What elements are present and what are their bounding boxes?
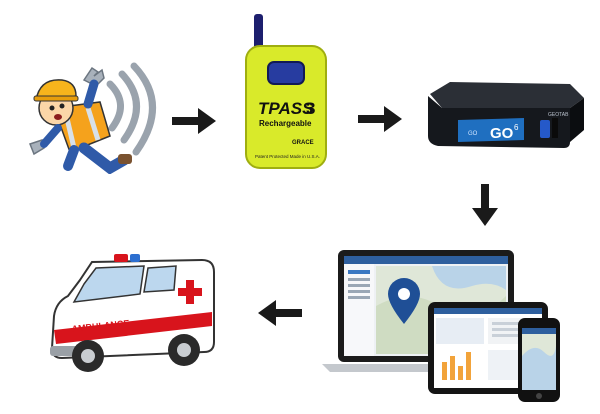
ambulance-icon: AMBULANCE (50, 254, 215, 372)
fallen-worker-icon (29, 62, 156, 174)
arrow-right-icon (172, 108, 216, 134)
gps-tracker-icon: GO GO 6 GEOTAB (428, 82, 584, 148)
tpass-brand: GRACE (292, 140, 314, 146)
tpass-device-icon: TPASS 3 Rechargeable GRACE Patent Protec… (245, 14, 327, 169)
gps-model-sup: 6 (514, 123, 519, 132)
arrow-down-icon (472, 184, 498, 226)
monitoring-devices-icon (322, 250, 560, 402)
gps-brand: GEOTAB (548, 112, 569, 118)
arrow-right-icon (358, 106, 402, 132)
tpass-sub-label: Rechargeable (259, 119, 312, 128)
tpass-label: TPASS (258, 99, 314, 118)
tpass-fineprint: Patent Protected Made in U.S.A. (255, 154, 320, 159)
arrow-left-icon (258, 300, 302, 326)
tpass-number: 3 (306, 99, 315, 118)
svg-text:GO: GO (468, 131, 478, 137)
gps-model: GO (490, 125, 514, 142)
